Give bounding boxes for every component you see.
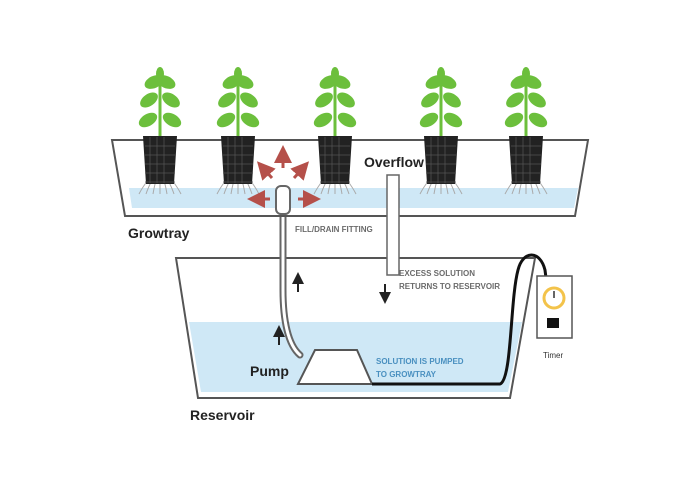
- plant-leaf: [313, 112, 333, 128]
- label-overflow: Overflow: [364, 154, 424, 170]
- fill-drain-fitting: [275, 185, 291, 215]
- plant-leaf: [216, 112, 236, 128]
- label-pumped-1: SOLUTION IS PUMPED: [376, 357, 464, 366]
- power-cord: [372, 253, 554, 386]
- plant-pot-mesh: [511, 137, 541, 183]
- plant-leaf: [240, 92, 258, 108]
- plant-leaf: [138, 112, 158, 128]
- plant-leaf: [337, 92, 355, 108]
- pump-body: [296, 349, 374, 385]
- label-growtray: Growtray: [128, 225, 190, 241]
- plant-pot: [143, 136, 177, 184]
- timer: [536, 275, 573, 339]
- plant-leaf: [234, 67, 242, 81]
- pump: [296, 349, 374, 385]
- fill-flow-arrows: [247, 145, 321, 208]
- plant-2: [216, 67, 260, 195]
- plant-leaf: [437, 67, 445, 81]
- plant-pot-mesh: [426, 137, 456, 183]
- plant-5: [504, 67, 548, 195]
- plant-leaf: [337, 112, 357, 128]
- plant-leaf: [443, 112, 463, 128]
- plant-leaf: [315, 92, 333, 108]
- plant-leaf: [162, 92, 180, 108]
- label-excess-solution-1: EXCESS SOLUTION: [399, 269, 475, 278]
- flow-arrow-up-right: [290, 161, 310, 181]
- plant-leaf: [528, 112, 548, 128]
- plant-leaf: [421, 92, 439, 108]
- plant-leaf: [522, 67, 530, 81]
- plant-leaf: [528, 92, 546, 108]
- plant-pot-mesh: [145, 137, 175, 183]
- label-reservoir: Reservoir: [190, 407, 255, 423]
- label-excess-solution-2: RETURNS TO RESERVOIR: [399, 282, 500, 291]
- plant-1: [138, 67, 182, 195]
- plant-leaf: [140, 92, 158, 108]
- plant-leaf: [419, 112, 439, 128]
- plant-pot: [509, 136, 543, 184]
- plant-leaf: [162, 112, 182, 128]
- plant-pot: [424, 136, 458, 184]
- plant-4: [419, 67, 463, 195]
- plant-pot: [221, 136, 255, 184]
- plant-leaf: [331, 67, 339, 81]
- label-pump: Pump: [250, 363, 289, 379]
- plants: [138, 67, 548, 195]
- plant-leaf: [156, 67, 164, 81]
- label-fill-drain-fitting: FILL/DRAIN FITTING: [295, 225, 373, 234]
- plant-leaf: [506, 92, 524, 108]
- plant-pot-mesh: [223, 137, 253, 183]
- plant-leaf: [504, 112, 524, 128]
- direction-arrows: [273, 272, 391, 345]
- plant-pot: [318, 136, 352, 184]
- plant-leaf: [240, 112, 260, 128]
- reservoir-tank: [174, 257, 537, 399]
- timer-plug: [547, 318, 559, 328]
- growtray-water: [129, 188, 578, 208]
- label-pumped-2: TO GROWTRAY: [376, 370, 437, 379]
- overflow-pipe: [386, 174, 400, 276]
- plant-leaf: [443, 92, 461, 108]
- plant-pot-mesh: [320, 137, 350, 183]
- label-timer: Timer: [543, 351, 563, 360]
- flow-arrow-up-left: [256, 161, 276, 181]
- plant-3: [313, 67, 357, 195]
- fill-tube-inner: [281, 198, 302, 357]
- plant-leaf: [218, 92, 236, 108]
